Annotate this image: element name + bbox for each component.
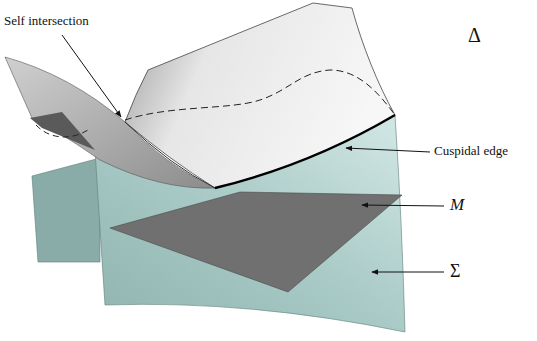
plane-m [110, 192, 402, 292]
plane-name: M [450, 196, 464, 215]
callout-label: Self intersection [4, 14, 89, 28]
delta-surface [125, 3, 395, 188]
hidden-curve [36, 125, 88, 137]
hidden-curve [125, 70, 395, 120]
leader-line [362, 205, 444, 206]
leader-line [346, 148, 430, 152]
sigma-back [32, 158, 100, 262]
leader-line [372, 272, 444, 273]
surface-name: Σ [450, 262, 460, 282]
delta-underside [30, 112, 95, 150]
leader-line [62, 35, 121, 117]
fold-curve [125, 122, 215, 188]
surface-name: Δ [468, 24, 481, 46]
callout-label: Cuspidal edge [434, 144, 508, 158]
cuspidal-edge-curve [215, 115, 395, 188]
